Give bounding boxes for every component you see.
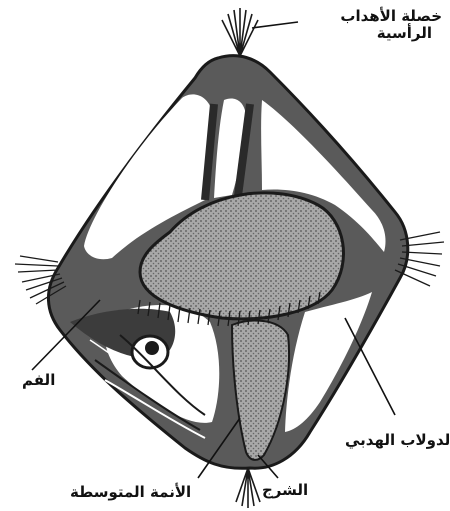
right-cilia-fringe [395,232,444,286]
label-apical-tuft-line2: الرأسية [340,25,432,42]
label-ciliary-wheel: الدولاب الهدبي [345,432,450,449]
label-apical-tuft-line1: خصلة الأهداب [340,8,442,25]
label-midgut: الأنمة المتوسطة [70,484,191,501]
leader-apical-tuft [252,22,298,28]
apical-tuft [222,8,258,56]
label-apical-tuft: خصلة الأهداب الرأسية [340,8,442,43]
label-anus: الشرج [262,482,308,499]
anal-tuft [236,468,260,508]
label-mouth: الفم [22,372,55,389]
